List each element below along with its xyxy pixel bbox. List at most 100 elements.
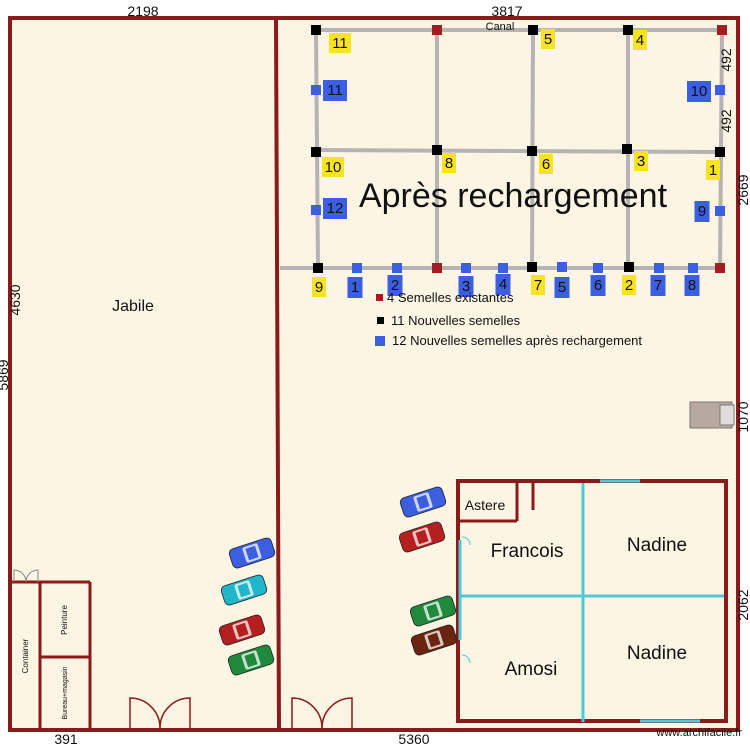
- blue-tag-box: [458, 276, 474, 297]
- yellow-tag-label: 5: [544, 31, 552, 48]
- yellow-tag-label: 9: [315, 279, 323, 296]
- dim-right-b: 492: [718, 109, 734, 133]
- after-footing: [654, 263, 664, 273]
- blue-tag-box: [684, 275, 700, 296]
- car: [218, 614, 266, 646]
- watermark: www.archifacile.fr: [655, 727, 742, 739]
- yellow-tag-box: [541, 29, 555, 49]
- after-footing: [461, 263, 471, 273]
- yellow-tag-box: [531, 275, 545, 295]
- legend-swatch-existing: [376, 294, 383, 301]
- existing-footing: [432, 263, 442, 273]
- footings: [311, 25, 727, 273]
- blue-tag-box: [323, 198, 347, 219]
- after-footing: [557, 262, 567, 272]
- door-swing-amosi: [461, 654, 471, 664]
- after-footing: [593, 263, 603, 273]
- yellow-tag-box: [539, 154, 553, 174]
- car: [409, 595, 457, 627]
- parked-cars: [218, 486, 458, 676]
- after-footing: [715, 206, 725, 216]
- yellow-tag-box: [442, 153, 456, 173]
- new-footing: [624, 262, 634, 272]
- container-door: [13, 569, 39, 583]
- blue-tag-box: [347, 277, 363, 298]
- after-footing: [392, 263, 402, 273]
- blue-tag-box: [687, 81, 711, 102]
- blue-tag-label: 4: [499, 276, 507, 293]
- legend-after: 12 Nouvelles semelles après rechargement: [392, 333, 642, 348]
- dim-right-c: 2669: [735, 174, 750, 205]
- new-footing: [623, 25, 633, 35]
- yellow-tag-label: 11: [332, 35, 348, 52]
- room-amosi: Amosi: [505, 659, 558, 680]
- new-footing: [527, 262, 537, 272]
- yellow-tag-label: 8: [445, 155, 453, 172]
- after-footing: [352, 263, 362, 273]
- new-footing: [528, 25, 538, 35]
- yellow-tag-box: [329, 33, 351, 53]
- yellow-tag-label: 7: [534, 277, 542, 294]
- plan-title: Après rechargement: [359, 177, 668, 215]
- new-footing: [715, 147, 725, 157]
- after-footing: [311, 205, 321, 215]
- blue-tag-label: 8: [688, 277, 696, 294]
- floor: [10, 18, 738, 730]
- blue-tag-box: [554, 277, 570, 298]
- new-footing: [622, 144, 632, 154]
- blue-tag-label: 7: [654, 277, 662, 294]
- inner-wall-divider: [274, 17, 281, 731]
- legend-new: 11 Nouvelles semelles: [391, 313, 521, 328]
- room-bureau: Bureau+magasin: [62, 666, 69, 719]
- new-footing: [527, 146, 537, 156]
- blue-tag-box: [694, 201, 710, 222]
- yellow-tag-box: [634, 151, 648, 171]
- car: [410, 624, 458, 656]
- new-footing: [311, 25, 321, 35]
- car: [228, 537, 276, 569]
- blue-tag-label: 6: [594, 277, 602, 294]
- yellow-tag-label: 1: [709, 162, 717, 179]
- existing-footing: [432, 25, 442, 35]
- dim-top-right: 3817: [491, 3, 522, 19]
- truck: [689, 401, 735, 429]
- dim-bottom-right: 5360: [398, 731, 429, 747]
- after-footing: [311, 85, 321, 95]
- dim-right-a: 492: [718, 48, 734, 72]
- room-jabile: Jabile: [112, 298, 154, 315]
- after-footing: [498, 263, 508, 273]
- dim-left-upper: 4630: [7, 284, 23, 315]
- after-footing: [715, 85, 725, 95]
- blue-tag-box: [650, 275, 666, 296]
- yellow-tag-box: [312, 277, 326, 297]
- door-swing-francois: [461, 536, 471, 546]
- canal-label: Canal: [486, 21, 515, 33]
- car: [398, 521, 446, 553]
- dim-bottom-left: 391: [54, 731, 78, 747]
- legend: 4 Semelles existantes 11 Nouvelles semel…: [375, 290, 642, 348]
- room-nadine-bottom: Nadine: [627, 643, 687, 664]
- yellow-tag-label: 4: [636, 32, 644, 49]
- entrance-door-left: [129, 697, 191, 730]
- room-peinture: Peinture: [60, 605, 69, 635]
- new-footing: [311, 147, 321, 157]
- entrance-door-right: [291, 697, 353, 730]
- blue-tag-box: [387, 275, 403, 296]
- yellow-tag-box: [322, 157, 344, 177]
- blue-tag-label: 3: [462, 278, 470, 295]
- yellow-tag-label: 2: [625, 277, 633, 294]
- outer-wall: [8, 16, 740, 732]
- blue-tag-label: 5: [558, 279, 566, 296]
- yellow-tag-box: [622, 275, 636, 295]
- after-footing: [688, 263, 698, 273]
- yellow-tag-box: [633, 30, 647, 50]
- blue-tag-label: 1: [351, 279, 359, 296]
- blue-tag-label: 10: [691, 83, 708, 100]
- existing-footing: [717, 25, 727, 35]
- yellow-tag-label: 10: [325, 159, 342, 176]
- car: [399, 486, 447, 518]
- legend-existing: 4 Semelles existantes: [387, 290, 514, 305]
- blue-tag-box: [323, 80, 347, 101]
